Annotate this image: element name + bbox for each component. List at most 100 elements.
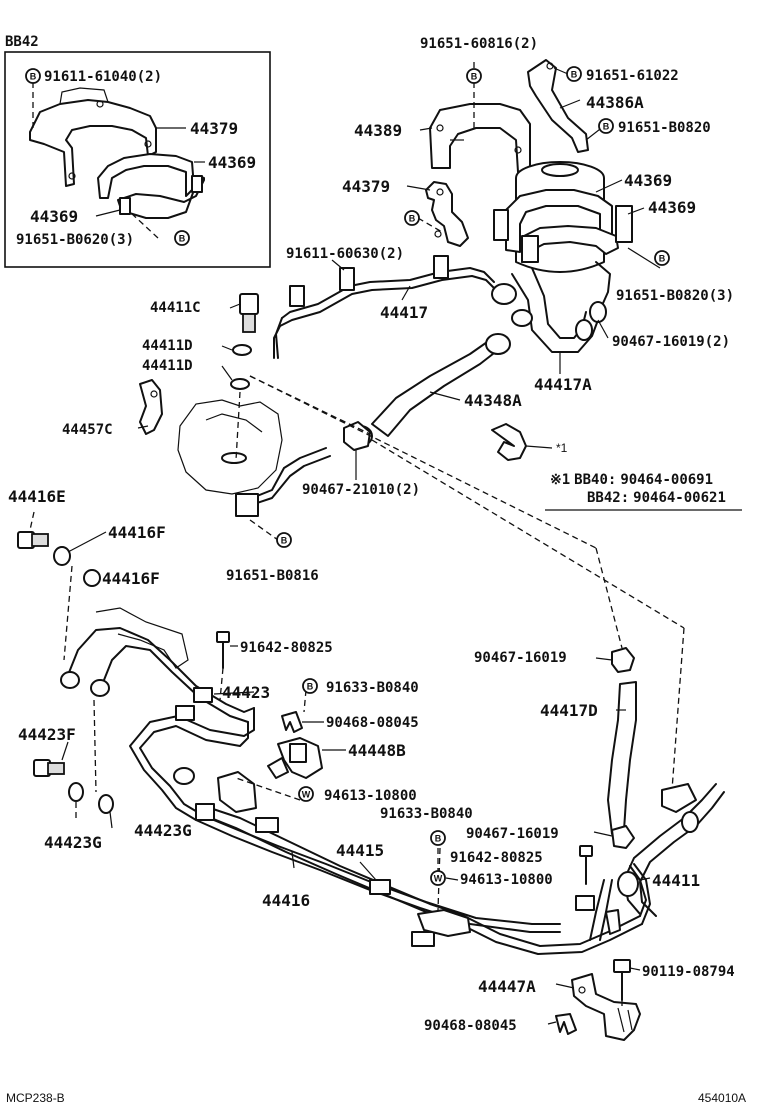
hose-44348a bbox=[347, 333, 511, 447]
label-44369-inset-a: 44369 bbox=[208, 153, 256, 172]
label-44411: 44411 bbox=[652, 871, 700, 890]
bolt-symbol: B bbox=[598, 118, 614, 134]
note-line-2: BB42:90464-00621 bbox=[587, 490, 726, 506]
label-90467-16019-b: 90467-16019 bbox=[474, 650, 567, 666]
suction-pipe bbox=[235, 447, 331, 517]
inset-frame bbox=[4, 51, 271, 268]
svg-text:B: B bbox=[179, 234, 186, 244]
svg-text:B: B bbox=[471, 72, 478, 82]
label-44386a: 44386A bbox=[586, 93, 644, 112]
label-44447a: 44447A bbox=[478, 977, 536, 996]
bracket-44457c bbox=[137, 379, 163, 435]
bracket-44447a bbox=[555, 973, 641, 1041]
label-44389: 44389 bbox=[354, 121, 402, 140]
label-91651-61022: 91651-61022 bbox=[586, 68, 679, 84]
bolt-90119-08794 bbox=[613, 959, 641, 1010]
label-44416: 44416 bbox=[262, 891, 310, 910]
gasket-44411d bbox=[221, 344, 252, 390]
inset-leaders bbox=[32, 82, 205, 239]
bracket-44389 bbox=[429, 103, 531, 173]
clip-90468-08045-b bbox=[547, 1013, 577, 1035]
gasket-44423g bbox=[68, 782, 114, 814]
washer-symbol: W bbox=[298, 786, 314, 802]
clamp-90467-16019-lower bbox=[593, 825, 635, 849]
label-44423: 44423 bbox=[222, 683, 270, 702]
label-44411c: 44411C bbox=[150, 300, 201, 316]
label-44369-inset-b: 44369 bbox=[30, 207, 78, 226]
label-44369-a: 44369 bbox=[624, 171, 672, 190]
label-91642-80825-a: 91642-80825 bbox=[240, 640, 333, 656]
bolt-symbol: B bbox=[654, 250, 670, 266]
hose-44417a bbox=[511, 261, 611, 353]
label-90119-08794: 90119-08794 bbox=[642, 964, 735, 980]
part-labels: 91611-61040(2) 44379 44369 44369 91651-B… bbox=[8, 36, 735, 1034]
upper-leaders bbox=[331, 62, 661, 401]
bolt-symbol: B bbox=[404, 210, 420, 226]
bolt-symbol: B bbox=[25, 68, 41, 84]
label-44416f-b: 44416F bbox=[102, 569, 160, 588]
svg-text:B: B bbox=[659, 254, 666, 264]
lower-connector bbox=[437, 847, 621, 941]
bolt-symbol: B bbox=[566, 66, 582, 82]
label-44417d: 44417D bbox=[540, 701, 598, 720]
bracket-44379 bbox=[425, 181, 469, 247]
clamp-bands-44369 bbox=[493, 189, 633, 263]
label-44415: 44415 bbox=[336, 841, 384, 860]
label-91651-b0816: 91651-B0816 bbox=[226, 568, 319, 584]
guide-44416e bbox=[29, 511, 35, 531]
label-44423g-a: 44423G bbox=[134, 821, 192, 840]
footer-code-left: MCP238-B bbox=[6, 1091, 65, 1105]
svg-text:B: B bbox=[30, 72, 37, 82]
fitting-44416e bbox=[17, 531, 49, 549]
inset-clamp-44369 bbox=[97, 153, 205, 219]
label-90468-08045-a: 90468-08045 bbox=[326, 715, 419, 731]
label-91651-b0820-a: 91651-B0820 bbox=[618, 120, 711, 136]
label-44411d-a: 44411D bbox=[142, 338, 193, 354]
label-44448b: 44448B bbox=[348, 741, 406, 760]
label-44416f-a: 44416F bbox=[108, 523, 166, 542]
label-91651-60816: 91651-60816(2) bbox=[420, 36, 538, 52]
guide-44416f bbox=[63, 565, 73, 661]
bolt-91642-80825 bbox=[216, 631, 238, 669]
clamp-90467-16019-upper bbox=[595, 647, 635, 673]
footer-code-right: 454010A bbox=[698, 1091, 746, 1105]
svg-text:B: B bbox=[409, 214, 416, 224]
label-44411d-b: 44411D bbox=[142, 358, 193, 374]
gasket-44416f bbox=[53, 531, 107, 587]
label-44369-b: 44369 bbox=[648, 198, 696, 217]
label-91611-61040: 91611-61040(2) bbox=[44, 69, 162, 85]
label-94613-10800-b: 94613-10800 bbox=[460, 872, 553, 888]
label-44417: 44417 bbox=[380, 303, 428, 322]
label-44423g-b: 44423G bbox=[44, 833, 102, 852]
bolt-symbol: B bbox=[430, 830, 446, 846]
note-ref: *1 bbox=[556, 441, 568, 455]
bolt-symbol: B bbox=[276, 532, 292, 548]
label-44416e: 44416E bbox=[8, 487, 66, 506]
svg-text:W: W bbox=[302, 790, 311, 800]
bracket-plate-44423 bbox=[217, 771, 471, 937]
fitting-44423f bbox=[33, 759, 65, 777]
inset-bracket-44379 bbox=[29, 87, 157, 187]
bolt-91642-80825-b bbox=[579, 845, 593, 885]
bolt-symbol: B bbox=[174, 230, 190, 246]
pipe-44411 bbox=[617, 783, 725, 917]
inset-title: BB42 bbox=[5, 34, 39, 50]
hose-44417d bbox=[607, 681, 637, 835]
label-90467-16019-a: 90467-16019(2) bbox=[612, 334, 730, 350]
label-91651-b0620: 91651-B0620(3) bbox=[16, 232, 134, 248]
svg-text:B: B bbox=[281, 536, 288, 546]
svg-text:B: B bbox=[603, 122, 610, 132]
washer-symbol: W bbox=[430, 870, 446, 886]
clamp-44448b bbox=[267, 737, 346, 779]
bolt-symbol: B bbox=[466, 68, 482, 84]
label-44379-inset: 44379 bbox=[190, 119, 238, 138]
label-94613-10800-a: 94613-10800 bbox=[324, 788, 417, 804]
guide-lines bbox=[249, 375, 685, 791]
clamp-90467-21010 bbox=[343, 421, 371, 480]
pressure-line-44416 bbox=[195, 803, 651, 955]
label-44379: 44379 bbox=[342, 177, 390, 196]
svg-text:B: B bbox=[307, 682, 314, 692]
